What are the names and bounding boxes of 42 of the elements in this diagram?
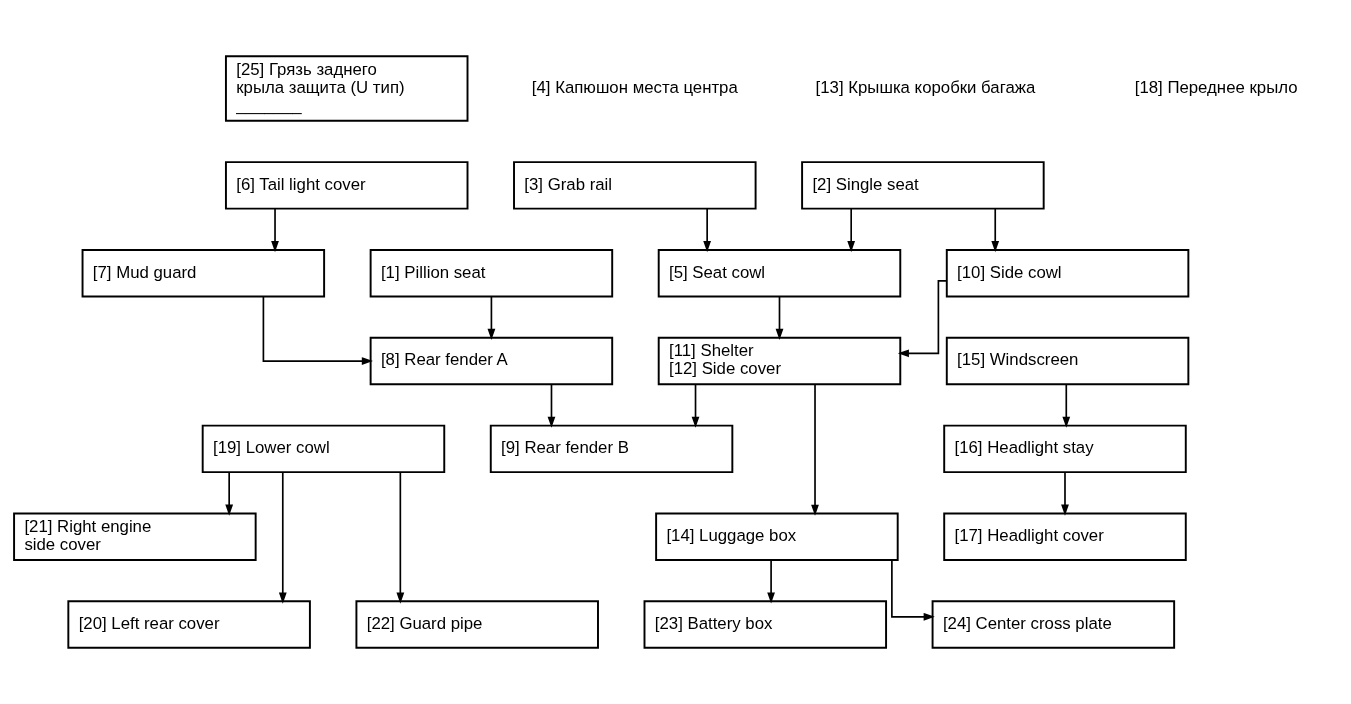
node-box: [23] Battery box <box>643 600 888 649</box>
arrow <box>775 295 784 340</box>
node-box: [17] Headlight cover <box>943 512 1187 561</box>
node-box: [24] Center cross plate <box>931 600 1176 649</box>
label: [13] Крышка коробки багажа <box>815 77 1036 97</box>
node-box: [22] Guard pipe <box>355 600 599 649</box>
arrow <box>897 280 948 358</box>
arrow <box>767 559 775 604</box>
node-box: [19] Lower cowl <box>201 424 446 474</box>
node-box: [21] Right engine side cover <box>13 512 257 561</box>
node-box: [20] Left rear cover <box>67 600 311 649</box>
arrow <box>811 383 819 516</box>
node-box: [16] Headlight stay <box>943 424 1187 474</box>
node-box: [11] Shelter [12] Side cover <box>657 336 902 386</box>
arrow <box>547 383 556 428</box>
node-box: [6] Tail light cover <box>224 161 469 210</box>
label: [4] Капюшон места центра <box>531 77 738 97</box>
arrow <box>991 208 1000 253</box>
arrow <box>271 208 279 253</box>
node-box: [10] Side cowl <box>945 248 1190 298</box>
arrow <box>703 208 712 253</box>
arrow <box>1062 383 1071 428</box>
arrow <box>225 471 234 516</box>
arrow <box>278 471 287 604</box>
label: [18] Переднее крыло <box>1134 77 1298 97</box>
node-box: [15] Windscreen <box>945 336 1190 386</box>
arrow <box>691 383 700 428</box>
node-box: [5] Seat cowl <box>657 248 902 298</box>
node-box: [1] Pillion seat <box>369 248 614 298</box>
node-box: [2] Single seat <box>801 161 1045 210</box>
arrow <box>891 559 935 621</box>
node-box: [8] Rear fender A <box>369 336 614 386</box>
arrow <box>487 295 496 340</box>
node-box: [25] Грязь заднего крыла защита (U тип) _______ <box>224 55 469 122</box>
node-box: [7] Mud guard <box>81 248 326 298</box>
arrow <box>396 471 405 604</box>
arrow <box>847 208 856 253</box>
node-box: [14] Luggage box <box>655 512 899 561</box>
node-box: [9] Rear fender B <box>489 424 734 474</box>
node-box: [3] Grab rail <box>513 161 757 210</box>
arrow <box>1061 471 1069 516</box>
arrow <box>262 295 373 365</box>
